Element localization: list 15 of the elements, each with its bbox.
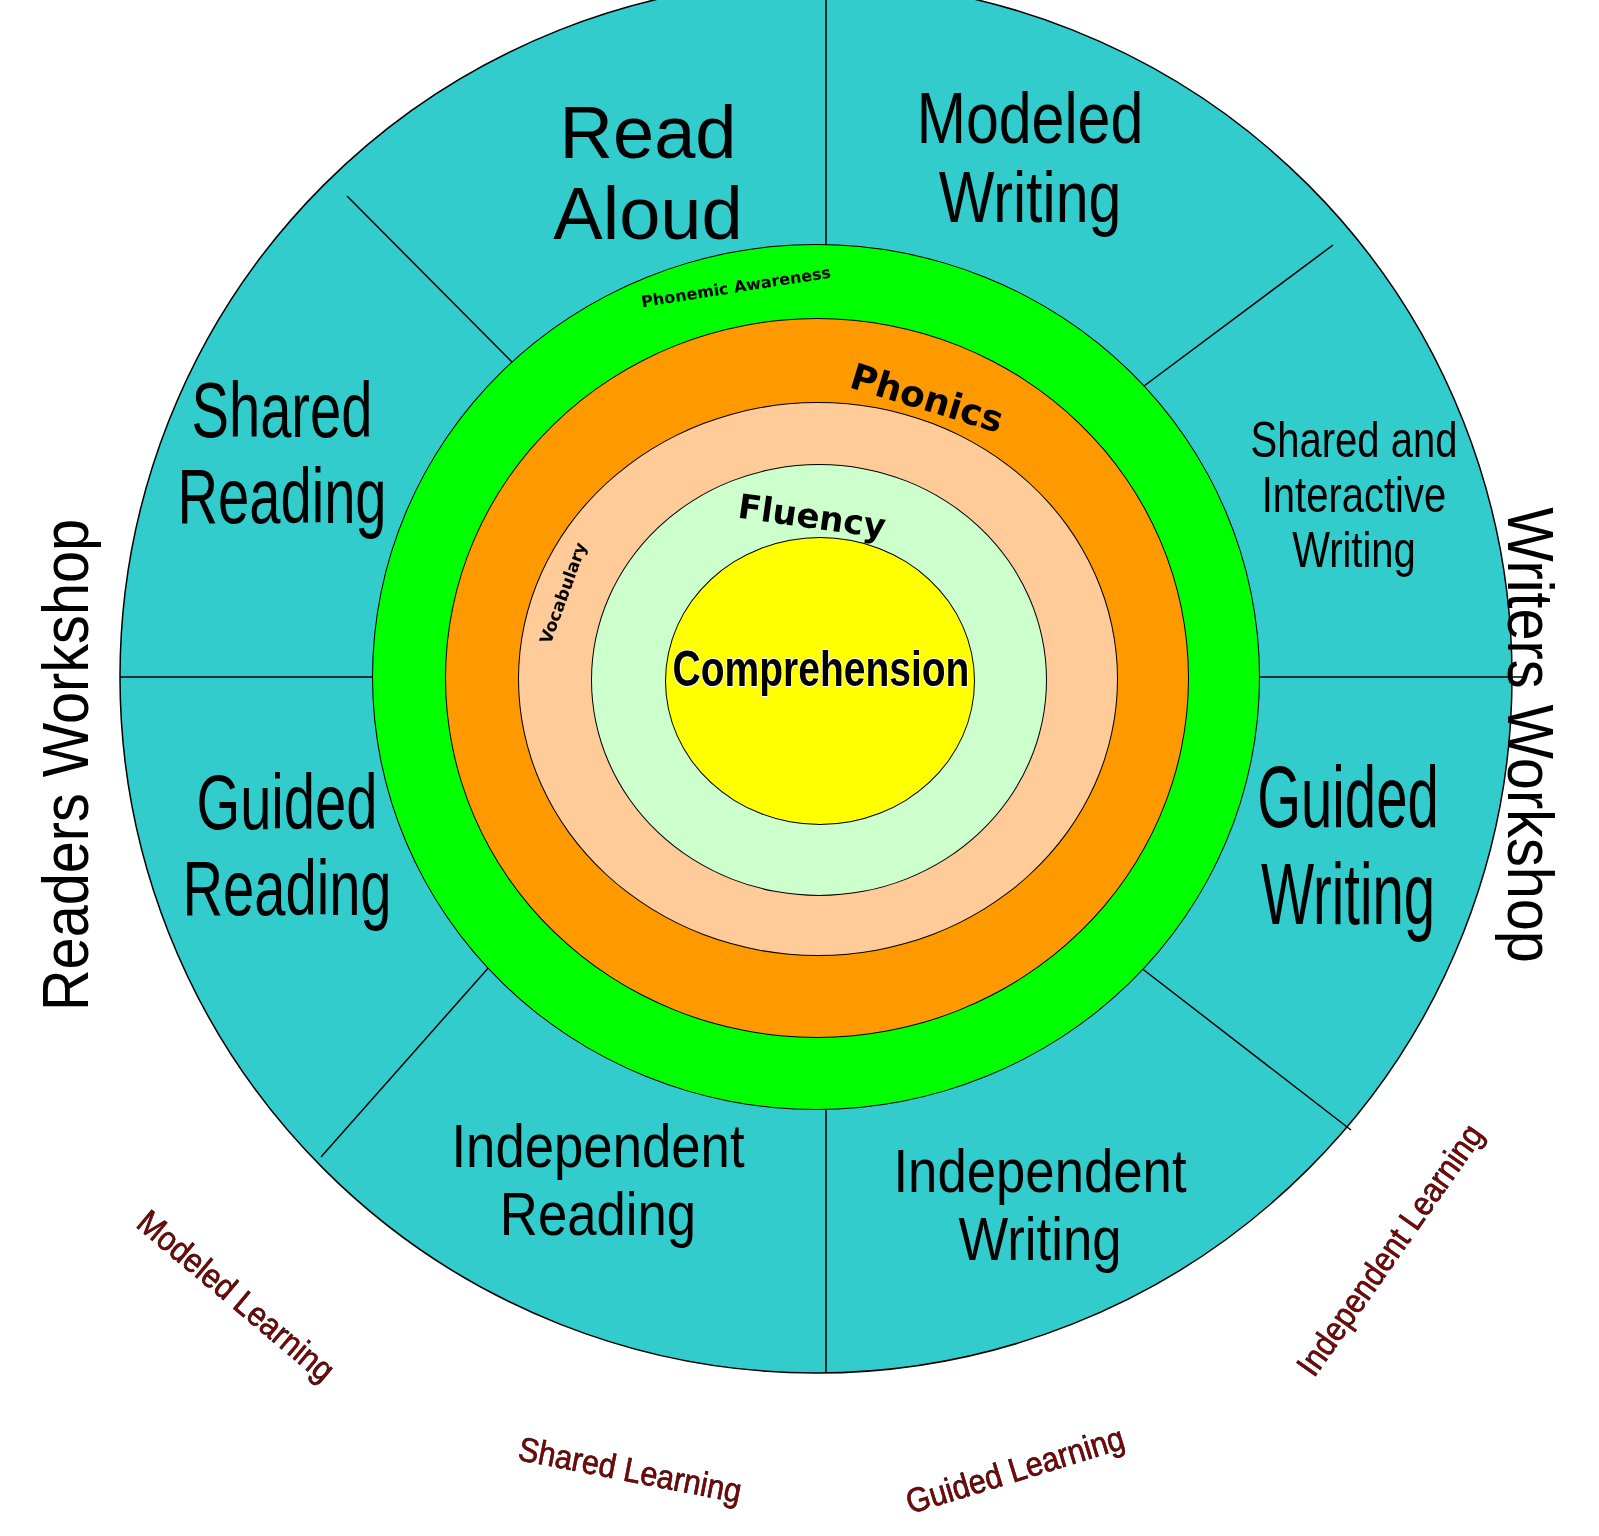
ring-label: Comprehension	[672, 640, 970, 698]
segment-label: Independent Writing	[861, 1136, 1219, 1274]
ring-label: Phonemic Awareness	[639, 262, 833, 312]
segment-label: Shared Reading	[174, 368, 390, 540]
workshop-label: Writers Workshop	[1493, 507, 1567, 963]
segment-label: Guided Writing	[1245, 749, 1451, 943]
segment-label: Guided Reading	[179, 760, 395, 932]
ring-label: Fluency	[735, 485, 889, 547]
learning-label: Guided Learning	[901, 1418, 1129, 1522]
segment-label: Independent Reading	[419, 1111, 777, 1249]
segment-label: Shared and Interactive Writing	[1242, 412, 1466, 578]
segment-label: Modeled Writing	[882, 78, 1178, 238]
learning-label: Shared Learning	[515, 1429, 745, 1511]
workshop-label: Readers Workshop	[29, 519, 103, 1011]
segment-label: Read Aloud	[488, 91, 808, 255]
